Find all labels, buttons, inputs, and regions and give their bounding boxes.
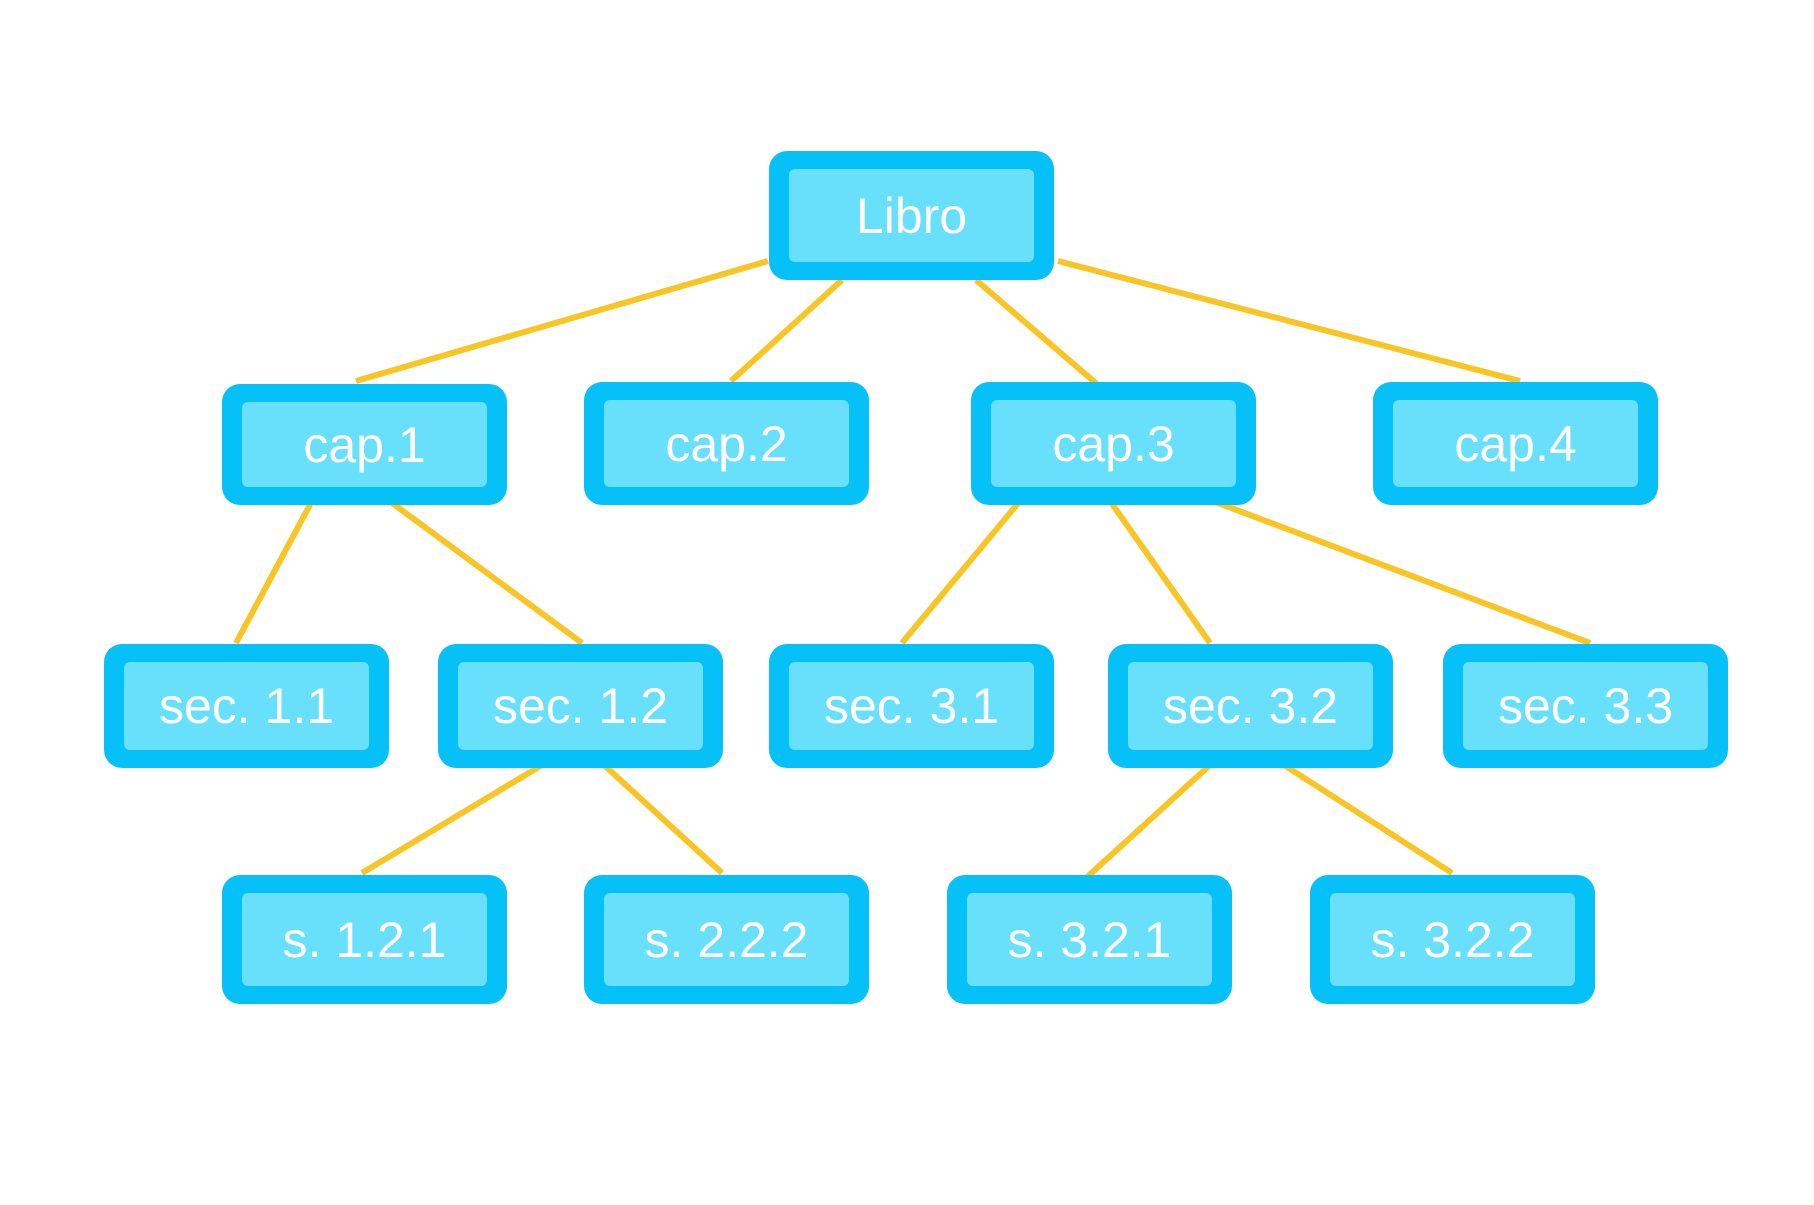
edge-root-cap1 xyxy=(355,258,769,384)
node-s-3-2-1: s. 3.2.1 xyxy=(947,875,1232,1004)
node-cap-2: cap.2 xyxy=(584,382,869,505)
node-s-2-2-2: s. 2.2.2 xyxy=(584,875,869,1004)
node-sec-3-1-label: sec. 3.1 xyxy=(789,662,1034,750)
node-sec-1-2: sec. 1.2 xyxy=(438,644,723,768)
edge-cap1-sec12 xyxy=(386,497,584,646)
node-cap-4-label: cap.4 xyxy=(1393,400,1638,487)
node-cap-1-label: cap.1 xyxy=(242,402,487,487)
node-cap-4: cap.4 xyxy=(1373,382,1658,505)
node-sec-1-2-label: sec. 1.2 xyxy=(458,662,703,750)
edge-root-cap2 xyxy=(728,277,845,384)
node-sec-3-3-label: sec. 3.3 xyxy=(1463,662,1708,750)
node-s-2-2-2-label: s. 2.2.2 xyxy=(604,893,849,986)
node-sec-3-3: sec. 3.3 xyxy=(1443,644,1728,768)
edge-root-cap3 xyxy=(974,277,1100,388)
node-sec-3-2-label: sec. 3.2 xyxy=(1128,662,1373,750)
edge-cap1-sec11 xyxy=(233,499,315,645)
edge-sec32-s321 xyxy=(1083,762,1213,881)
node-s-3-2-2: s. 3.2.2 xyxy=(1310,875,1595,1004)
edge-root-cap4 xyxy=(1057,258,1521,384)
node-sec-3-2: sec. 3.2 xyxy=(1108,644,1393,768)
node-libro-label: Libro xyxy=(789,169,1034,262)
node-libro: Libro xyxy=(769,151,1054,280)
node-cap-3-label: cap.3 xyxy=(991,400,1236,487)
node-s-3-2-1-label: s. 3.2.1 xyxy=(967,893,1212,986)
edge-sec12-s121 xyxy=(360,762,544,876)
edge-cap3-sec33 xyxy=(1208,497,1592,646)
node-s-1-2-1: s. 1.2.1 xyxy=(222,875,507,1004)
edge-cap3-sec31 xyxy=(899,499,1023,645)
node-cap-1: cap.1 xyxy=(222,384,507,505)
node-cap-2-label: cap.2 xyxy=(604,400,849,487)
node-sec-1-1: sec. 1.1 xyxy=(104,644,389,768)
node-s-1-2-1-label: s. 1.2.1 xyxy=(242,893,487,986)
edge-sec12-s222 xyxy=(601,762,725,876)
node-sec-1-1-label: sec. 1.1 xyxy=(124,662,369,750)
node-s-3-2-2-label: s. 3.2.2 xyxy=(1330,893,1575,986)
edge-cap3-sec32 xyxy=(1107,499,1213,645)
node-cap-3: cap.3 xyxy=(971,382,1256,505)
edge-sec32-s322 xyxy=(1282,762,1454,876)
node-sec-3-1: sec. 3.1 xyxy=(769,644,1054,768)
